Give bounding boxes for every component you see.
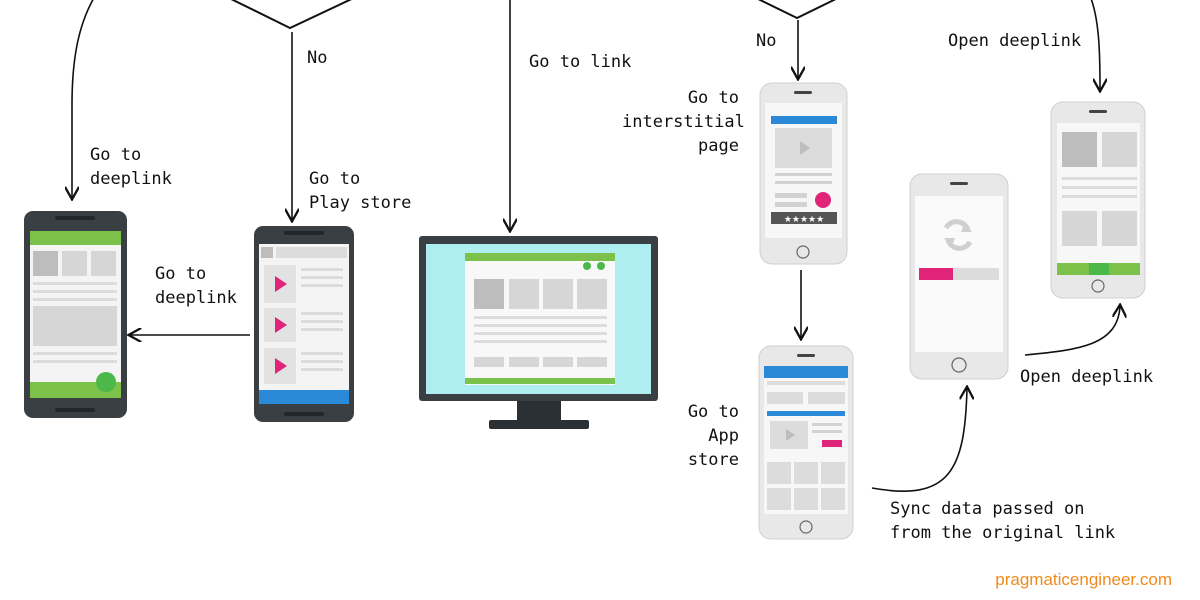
iphone-sync-loading <box>909 173 1009 380</box>
arrow-to-android-deeplink <box>72 0 94 198</box>
label-open-deeplink-top: Open deeplink <box>948 31 1082 51</box>
credit-watermark: pragmaticengineer.com <box>995 570 1172 589</box>
decision-diamond-right <box>757 0 837 20</box>
android-phone-play-store <box>254 226 354 422</box>
decision-diamond-left <box>230 0 352 30</box>
desktop-monitor <box>419 236 658 429</box>
label-go-to-app-store: Go to App store <box>687 402 739 470</box>
label-sync-data: Sync data passed on from the original li… <box>890 499 1116 543</box>
svg-text:★★★★★: ★★★★★ <box>784 215 824 225</box>
label-go-to-deeplink-2: Go to deeplink <box>155 264 237 308</box>
label-no-left: No <box>307 48 328 68</box>
label-go-to-play-store: Go to Play store <box>309 169 412 213</box>
android-phone-deeplink <box>24 211 127 418</box>
iphone-interstitial: ★★★★★ <box>759 82 848 265</box>
arrow-to-open-deeplink-top <box>1090 0 1100 90</box>
iphone-deeplink <box>1050 101 1146 299</box>
iphone-app-store <box>758 345 854 540</box>
label-open-deeplink-bottom: Open deeplink <box>1020 367 1154 387</box>
label-go-to-deeplink-1: Go to deeplink <box>90 145 172 189</box>
label-go-to-interstitial: Go to interstitial page <box>622 88 745 156</box>
label-no-right: No <box>756 31 777 51</box>
label-go-to-link: Go to link <box>529 52 632 72</box>
arrow-sync-data <box>871 388 967 492</box>
arrow-open-deeplink-bottom <box>1024 306 1120 356</box>
